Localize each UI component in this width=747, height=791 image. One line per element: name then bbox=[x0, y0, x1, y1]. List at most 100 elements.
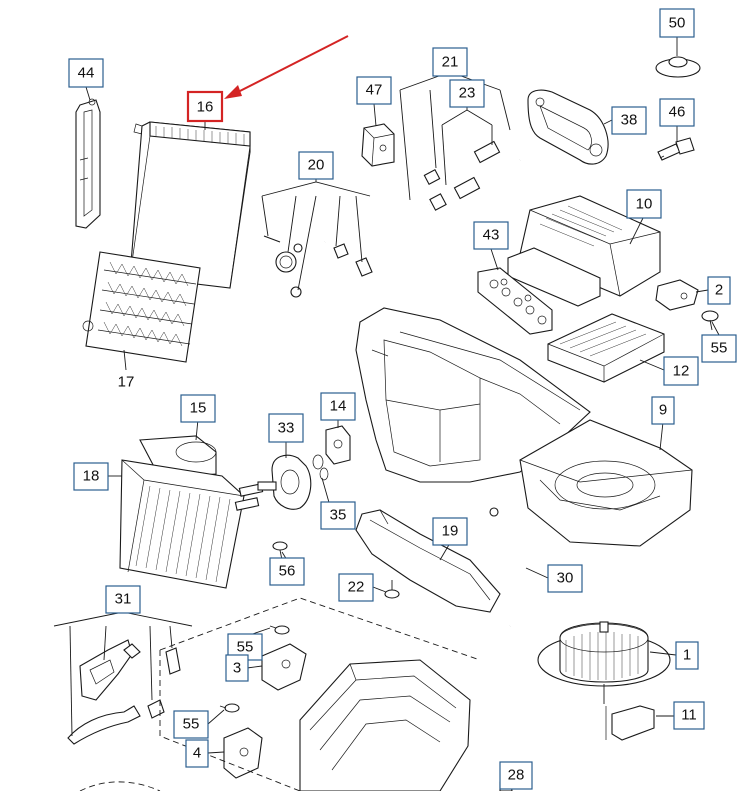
svg-text:19: 19 bbox=[442, 523, 459, 540]
callout-35[interactable]: 35 bbox=[320, 501, 356, 530]
svg-text:33: 33 bbox=[278, 420, 295, 437]
svg-text:55: 55 bbox=[237, 639, 254, 656]
part-47-valve-block bbox=[361, 123, 395, 167]
svg-text:47: 47 bbox=[366, 82, 383, 99]
part-14-expansion-valve bbox=[325, 425, 351, 465]
part-31-linkage bbox=[67, 639, 181, 745]
svg-text:14: 14 bbox=[330, 398, 347, 415]
callout-50[interactable]: 50 bbox=[659, 8, 695, 38]
svg-text:17: 17 bbox=[118, 374, 135, 391]
svg-text:30: 30 bbox=[557, 570, 574, 587]
hvac-main-housing bbox=[355, 307, 591, 483]
part-56-screw bbox=[272, 541, 288, 561]
part-4-actuator bbox=[223, 727, 263, 779]
callout-16[interactable]: 16 bbox=[186, 90, 224, 123]
part-12-filter bbox=[547, 313, 665, 383]
part-1-blower-motor bbox=[537, 621, 671, 687]
part-46-bolt bbox=[657, 137, 695, 161]
svg-text:2: 2 bbox=[715, 282, 723, 299]
callout-9[interactable]: 9 bbox=[651, 396, 675, 425]
part-55-screw-middle bbox=[269, 625, 290, 635]
svg-text:22: 22 bbox=[348, 579, 365, 596]
callout-labels: 50 44 16 21 47 23 38 46 bbox=[68, 8, 737, 790]
callout-56[interactable]: 56 bbox=[269, 557, 305, 586]
svg-text:31: 31 bbox=[115, 591, 132, 608]
part-55-screw-lower bbox=[219, 703, 240, 713]
callout-31[interactable]: 31 bbox=[105, 585, 141, 614]
callout-55-lower[interactable]: 55 bbox=[173, 710, 209, 739]
svg-text:18: 18 bbox=[83, 468, 100, 485]
part-2-sensor bbox=[655, 279, 699, 311]
svg-text:1: 1 bbox=[683, 647, 691, 664]
part-9-blower-housing bbox=[519, 419, 693, 547]
part-43-pad bbox=[477, 267, 553, 335]
svg-text:46: 46 bbox=[669, 104, 686, 121]
svg-text:11: 11 bbox=[681, 707, 697, 724]
callout-28[interactable]: 28 bbox=[499, 761, 533, 790]
callout-38[interactable]: 38 bbox=[611, 106, 647, 135]
svg-text:9: 9 bbox=[659, 402, 667, 419]
part-19-duct bbox=[355, 509, 501, 613]
part-35-o-rings bbox=[312, 454, 329, 481]
callout-43[interactable]: 43 bbox=[473, 221, 509, 250]
callout-19[interactable]: 19 bbox=[432, 517, 468, 546]
part-3-actuator bbox=[261, 643, 307, 691]
part-50-washer bbox=[655, 56, 701, 78]
part-38-flange bbox=[527, 89, 609, 165]
callout-18[interactable]: 18 bbox=[73, 462, 109, 491]
part-18-evaporator bbox=[119, 459, 264, 589]
callout-21[interactable]: 21 bbox=[432, 47, 468, 77]
callout-12[interactable]: 12 bbox=[663, 356, 699, 386]
part-22-screw bbox=[384, 580, 400, 599]
callout-33[interactable]: 33 bbox=[268, 413, 304, 443]
svg-text:15: 15 bbox=[190, 400, 207, 417]
part-33-seal bbox=[257, 454, 312, 510]
svg-text:43: 43 bbox=[483, 227, 500, 244]
part-30-hose bbox=[489, 507, 527, 627]
callout-15[interactable]: 15 bbox=[180, 394, 216, 423]
callout-22[interactable]: 22 bbox=[338, 573, 374, 602]
part-20-pipes bbox=[263, 119, 438, 298]
callout-30[interactable]: 30 bbox=[547, 564, 583, 593]
callout-3[interactable]: 3 bbox=[225, 654, 249, 682]
callout-14[interactable]: 14 bbox=[320, 392, 356, 421]
svg-text:56: 56 bbox=[279, 563, 296, 580]
svg-text:55: 55 bbox=[711, 340, 728, 357]
callout-55-upper[interactable]: 55 bbox=[701, 334, 737, 363]
callout-23[interactable]: 23 bbox=[449, 79, 485, 108]
svg-text:44: 44 bbox=[78, 65, 95, 82]
part-10-housing bbox=[507, 195, 661, 307]
callout-10[interactable]: 10 bbox=[626, 189, 662, 219]
leader-lines bbox=[53, 37, 720, 781]
callout-11[interactable]: 11 bbox=[673, 701, 705, 730]
part-55-screw-upper bbox=[701, 310, 719, 331]
callout-20[interactable]: 20 bbox=[298, 151, 334, 180]
callout-44[interactable]: 44 bbox=[68, 58, 104, 88]
part-11-cover bbox=[605, 705, 655, 741]
part-17-rack bbox=[82, 251, 201, 363]
assembly-dashed-outline bbox=[79, 597, 481, 791]
callout-17: 17 bbox=[118, 374, 135, 391]
svg-text:21: 21 bbox=[442, 54, 459, 71]
svg-text:16: 16 bbox=[197, 99, 214, 116]
svg-text:20: 20 bbox=[308, 157, 325, 174]
callout-46[interactable]: 46 bbox=[659, 98, 695, 127]
callout-1[interactable]: 1 bbox=[675, 641, 699, 670]
part-21-pipes bbox=[423, 126, 531, 211]
callout-4[interactable]: 4 bbox=[185, 739, 209, 768]
highlight-arrow bbox=[224, 35, 349, 99]
part-16-core bbox=[129, 121, 251, 289]
callout-47[interactable]: 47 bbox=[356, 76, 392, 105]
part-44-bracket bbox=[75, 98, 101, 229]
svg-text:28: 28 bbox=[508, 767, 525, 784]
callout-2[interactable]: 2 bbox=[707, 276, 731, 305]
svg-text:38: 38 bbox=[621, 112, 638, 129]
svg-text:3: 3 bbox=[233, 660, 241, 677]
svg-text:23: 23 bbox=[459, 85, 476, 102]
svg-text:12: 12 bbox=[673, 363, 690, 380]
svg-text:10: 10 bbox=[636, 196, 653, 213]
svg-text:4: 4 bbox=[193, 745, 201, 762]
svg-text:55: 55 bbox=[183, 716, 200, 733]
lower-housing bbox=[299, 659, 471, 791]
